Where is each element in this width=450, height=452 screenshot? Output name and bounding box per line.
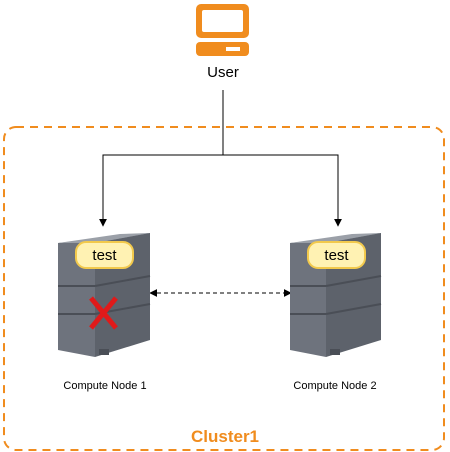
cluster-label: Cluster1 bbox=[190, 427, 260, 446]
user-label: User bbox=[207, 64, 239, 81]
server-icon-node1 bbox=[58, 233, 151, 357]
failure-x-icon bbox=[89, 296, 118, 330]
node2-label: Compute Node 2 bbox=[293, 380, 377, 392]
connector-user-node2 bbox=[223, 154, 342, 227]
node1-tag: test bbox=[75, 241, 134, 269]
node1-label: Compute Node 1 bbox=[63, 380, 147, 392]
user-connectors bbox=[99, 90, 342, 227]
cluster-boundary bbox=[3, 126, 445, 451]
node2-tag: test bbox=[307, 241, 366, 269]
connector-user-node1 bbox=[99, 90, 224, 227]
computer-icon bbox=[196, 4, 249, 56]
